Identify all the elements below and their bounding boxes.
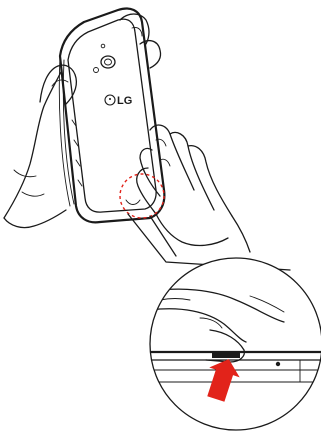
detail-highlight-circle — [119, 173, 165, 219]
callout-connectors — [127, 213, 291, 271]
magnified-detail — [149, 257, 321, 431]
up-arrow-icon — [207, 359, 240, 402]
brand-logo: LG — [104, 94, 132, 107]
right-hand — [136, 124, 251, 253]
phone-back: LG — [58, 7, 166, 224]
brand-logo-text: LG — [117, 95, 132, 107]
